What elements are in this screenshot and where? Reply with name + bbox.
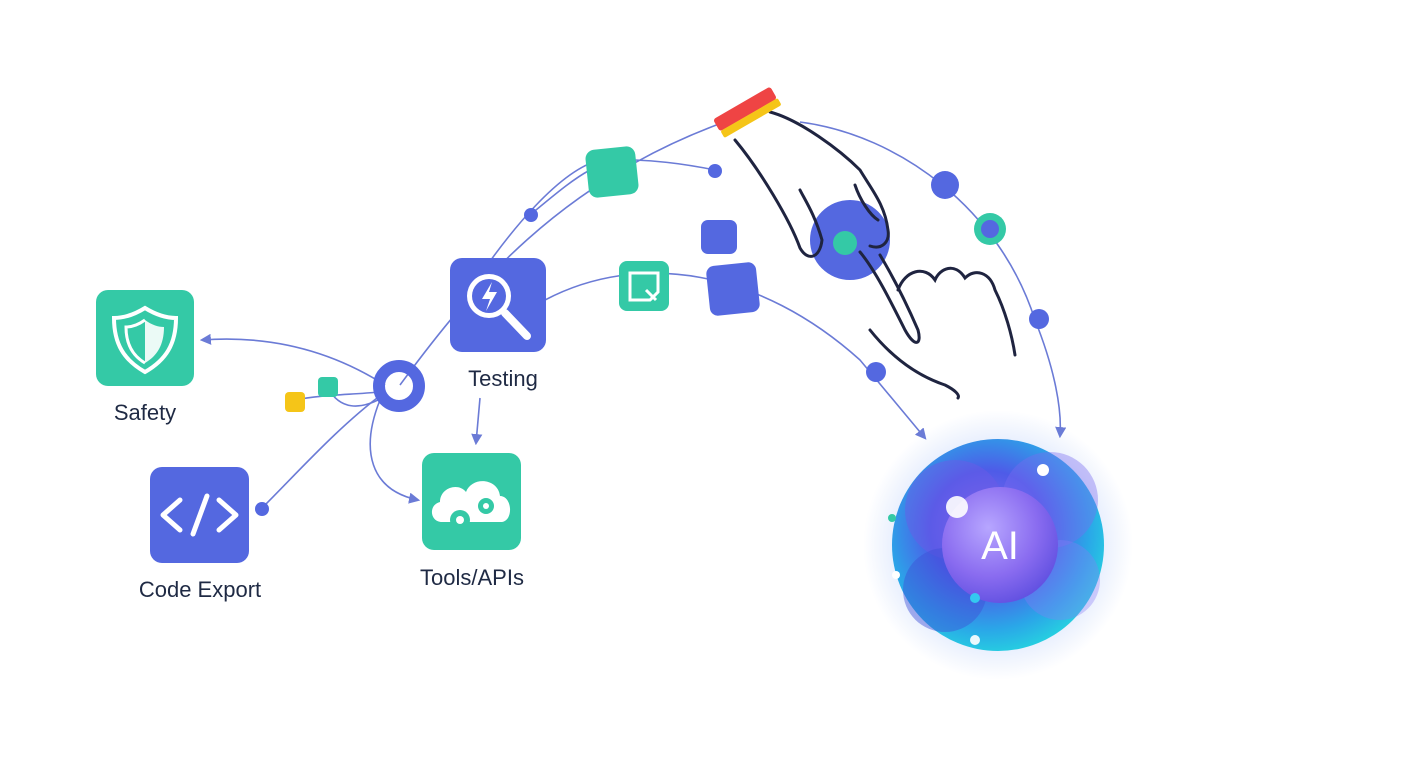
wristband-icon: [714, 87, 781, 138]
ai-label: AI: [981, 524, 1019, 568]
magnifier-lightning-icon: [450, 258, 546, 352]
pointing-hand-icon: [733, 110, 1017, 400]
decorative-dots: [255, 146, 1049, 516]
select-square-icon: [619, 261, 669, 311]
tools-apis-label: Tools/APIs: [420, 565, 524, 590]
code-export-label: Code Export: [138, 577, 262, 602]
code-brackets-icon: [150, 467, 249, 563]
safety-label: Safety: [113, 400, 177, 425]
ring-hub-icon: [373, 360, 425, 412]
testing-label: Testing: [468, 366, 538, 391]
shield-icon: [96, 290, 194, 386]
cloud-gears-icon: [422, 453, 521, 550]
ai-orb: AI: [863, 410, 1133, 680]
